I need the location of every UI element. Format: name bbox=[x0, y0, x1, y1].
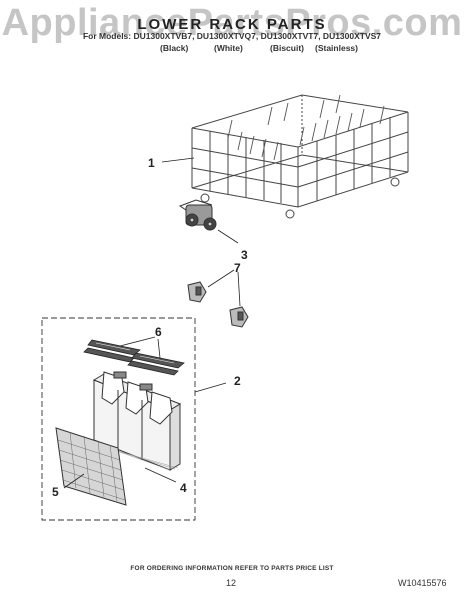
callout-1: 1 bbox=[148, 156, 155, 170]
leader-7a bbox=[207, 269, 235, 288]
wheel-assembly-illustration bbox=[178, 199, 217, 231]
callout-3: 3 bbox=[241, 248, 248, 262]
models-line: For Models: DU1300XTVB7, DU1300XTVQ7, DU… bbox=[82, 31, 382, 41]
finish-stainless: (Stainless) bbox=[315, 43, 358, 53]
callout-6: 6 bbox=[155, 325, 162, 339]
ordering-info: FOR ORDERING INFORMATION REFER TO PARTS … bbox=[130, 565, 334, 572]
rack-clip-illustration-right bbox=[229, 306, 249, 328]
callout-7: 7 bbox=[234, 261, 241, 275]
leader-7b bbox=[237, 271, 241, 307]
callout-5: 5 bbox=[52, 485, 59, 499]
finish-white: (White) bbox=[214, 43, 243, 53]
leader-6a bbox=[119, 336, 156, 347]
basket-cover-illustration bbox=[83, 339, 185, 376]
callout-2: 2 bbox=[234, 374, 241, 388]
callout-4: 4 bbox=[180, 481, 187, 495]
leader-2 bbox=[194, 382, 227, 393]
rack-clip-illustration-left bbox=[187, 281, 207, 303]
page-number: 12 bbox=[226, 578, 237, 588]
leader-6b bbox=[157, 338, 161, 359]
document-number: W10415576 bbox=[398, 578, 447, 588]
leader-5 bbox=[63, 473, 85, 489]
lower-rack-illustration bbox=[191, 94, 409, 219]
basket-assembly-box bbox=[41, 317, 196, 521]
watermark: AppliancePartsPros.com bbox=[1, 2, 463, 44]
leader-3 bbox=[217, 229, 239, 244]
page-title: LOWER RACK PARTS bbox=[137, 16, 327, 33]
leader-1 bbox=[161, 157, 195, 163]
leader-4 bbox=[144, 467, 177, 483]
finish-biscuit: (Biscuit) bbox=[270, 43, 304, 53]
finish-black: (Black) bbox=[160, 43, 189, 53]
basket-lid-illustration bbox=[55, 427, 127, 506]
